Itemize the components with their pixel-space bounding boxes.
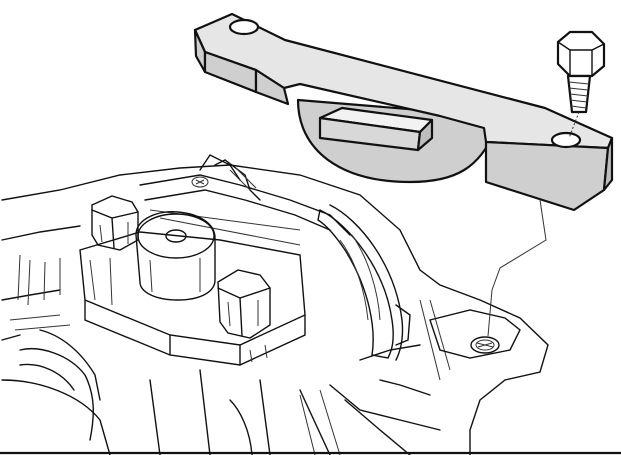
locating-hole [470,336,500,354]
cap-bolts [91,195,271,339]
tool-key [318,106,434,152]
engine-block [0,164,621,455]
camshaft-rails [139,154,351,246]
tool-hole-left [228,18,260,36]
cap-center-boss [135,211,216,301]
locking-tool [193,12,614,212]
retaining-bolt [556,30,606,139]
cap-bolt-right [217,269,271,339]
alignment-line [487,199,547,337]
cap-bolt-left [91,195,139,251]
tool-hole-right [550,131,582,149]
camshaft-pulley [317,204,411,361]
